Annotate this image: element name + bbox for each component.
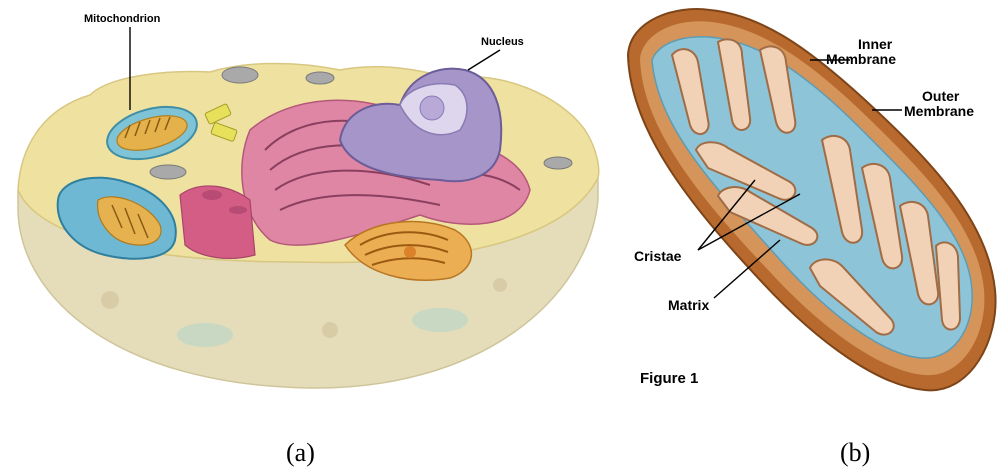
cristae-label: Cristae bbox=[634, 249, 681, 264]
mitochondrion-label: Mitochondrion bbox=[84, 13, 160, 25]
animal-cell-panel: Mitochondrion Nucleus (a) bbox=[0, 0, 610, 473]
caption-b: (b) bbox=[840, 438, 870, 468]
nucleus-label: Nucleus bbox=[481, 36, 524, 48]
vesicle bbox=[177, 323, 233, 347]
mitochondrion-panel: Inner Membrane Outer Membrane Cristae Ma… bbox=[600, 0, 1002, 473]
vesicle bbox=[412, 308, 468, 332]
matrix-label: Matrix bbox=[668, 298, 709, 313]
vesicle bbox=[150, 165, 186, 179]
inner-membrane-label-line1: Inner bbox=[858, 37, 892, 52]
vesicle bbox=[101, 291, 119, 309]
outer-membrane-label-line2: Membrane bbox=[904, 104, 974, 119]
vesicle bbox=[322, 322, 338, 338]
inner-membrane-label-line2: Membrane bbox=[826, 52, 896, 67]
mitochondrion-illustration bbox=[600, 0, 1002, 473]
vesicle bbox=[222, 67, 258, 83]
animal-cell-illustration bbox=[0, 0, 610, 473]
vesicle bbox=[493, 278, 507, 292]
nucleus-leader-line bbox=[468, 50, 500, 70]
vesicle bbox=[306, 72, 334, 84]
vesicle bbox=[544, 157, 572, 169]
caption-a: (a) bbox=[286, 438, 315, 468]
figure-label: Figure 1 bbox=[640, 370, 698, 387]
outer-membrane-label-line1: Outer bbox=[922, 89, 959, 104]
